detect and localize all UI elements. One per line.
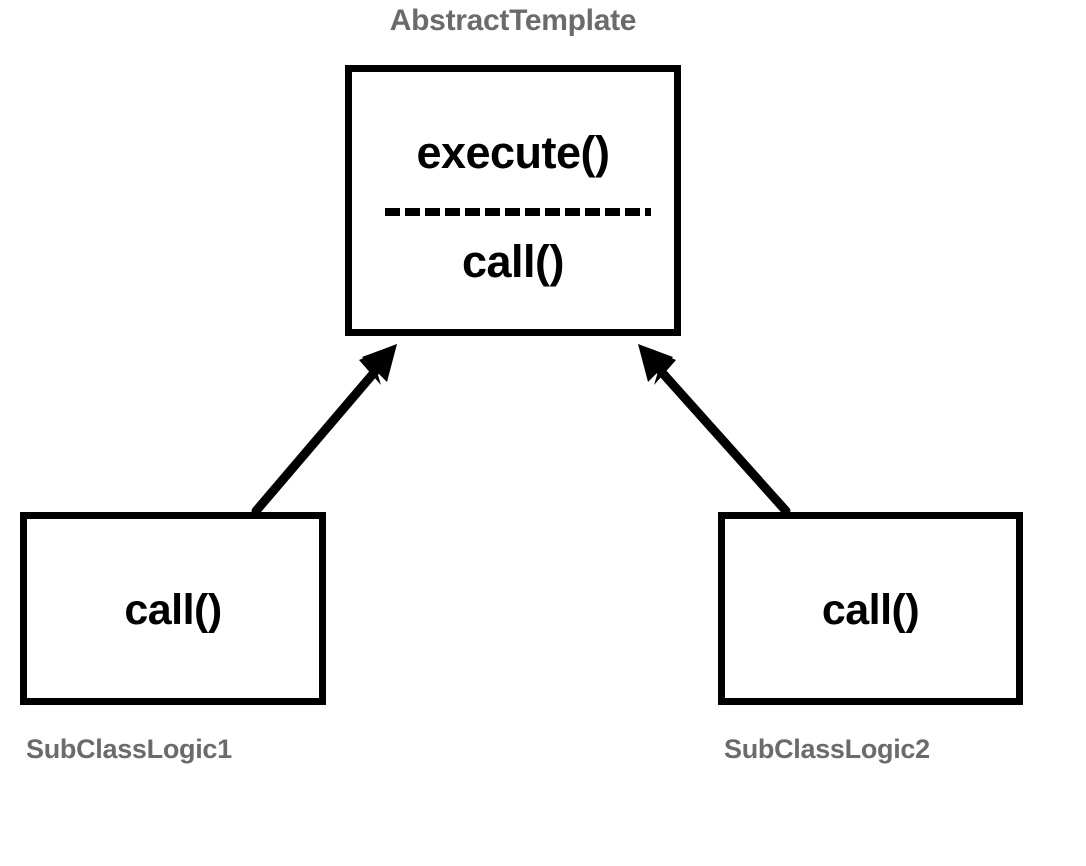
class-caption-sub-class-logic-2: SubClassLogic2 [724, 734, 930, 764]
generalization-shaft-2 [653, 363, 791, 516]
generalization-arrow-1 [251, 344, 397, 516]
member-call-sub-1: call() [124, 586, 222, 634]
member-divider-dashed [385, 208, 651, 216]
class-box-sub-class-logic-1[interactable]: call() [20, 512, 326, 705]
generalization-arrowhead-2 [638, 344, 676, 385]
generalization-arrow-2 [638, 344, 791, 516]
class-caption-sub-class-logic-1: SubClassLogic1 [26, 734, 232, 764]
member-call-sub-2: call() [821, 586, 920, 634]
member-execute: execute() [416, 127, 610, 178]
member-call-abstract: call() [461, 236, 565, 287]
class-caption-abstract-template: AbstractTemplate [389, 4, 637, 37]
generalization-arrowhead-1-fill [362, 344, 397, 382]
generalization-arrowhead-1 [359, 344, 397, 385]
class-box-sub-class-logic-2[interactable]: call() [718, 512, 1023, 705]
generalization-shaft-1 [251, 363, 383, 516]
class-box-abstract-template[interactable]: execute() call() [345, 65, 681, 336]
generalization-arrowhead-2-fill [638, 344, 673, 382]
